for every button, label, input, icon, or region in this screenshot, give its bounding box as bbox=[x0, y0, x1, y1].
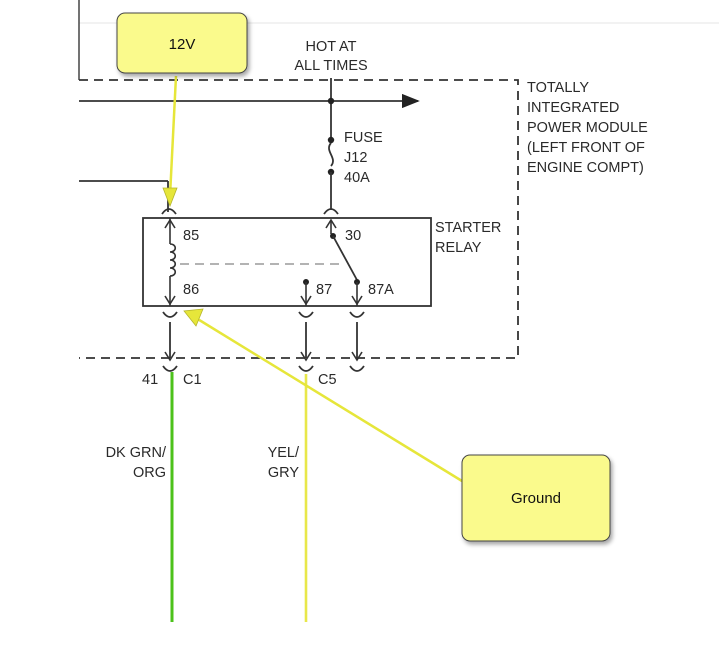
c5-label: C5 bbox=[318, 372, 337, 388]
pin86-arrow bbox=[164, 295, 176, 306]
power-module-boundary bbox=[79, 79, 519, 359]
fuse-terminal-top bbox=[327, 136, 335, 144]
pin-86-label: 86 bbox=[183, 282, 199, 298]
connector-85-top bbox=[161, 208, 177, 215]
pin-85-label: 85 bbox=[183, 228, 199, 244]
module-label-line2: INTEGRATED bbox=[527, 100, 619, 116]
left-wire-color-line1: DK GRN/ bbox=[106, 445, 167, 461]
connector-87a-bottom bbox=[349, 311, 365, 318]
connector-87-bottom bbox=[298, 311, 314, 318]
12v-arrow-shaft bbox=[168, 75, 178, 197]
fuse-label: FUSE bbox=[344, 130, 383, 146]
ground-arrow-shaft bbox=[195, 316, 463, 483]
fuse-id: J12 bbox=[344, 150, 367, 166]
relay-label-line2: RELAY bbox=[435, 240, 482, 256]
relay-coil bbox=[169, 243, 177, 277]
starter-relay-box bbox=[142, 217, 432, 307]
module-label-line1: TOTALLY bbox=[527, 80, 589, 96]
12v-callout-label: 12V bbox=[169, 36, 196, 53]
right-wire-color-line2: GRY bbox=[268, 465, 299, 481]
c5-connector bbox=[298, 365, 314, 372]
fuse-symbol bbox=[328, 142, 334, 167]
module-label-line5: ENGINE COMPT) bbox=[527, 160, 644, 176]
12v-callout-box bbox=[116, 12, 248, 74]
c1-cavity-label: 41 bbox=[142, 372, 158, 388]
pin87a-arrow bbox=[351, 295, 363, 306]
hot-label-line2: ALL TIMES bbox=[294, 58, 367, 74]
c1-label: C1 bbox=[183, 372, 202, 388]
pin-87-label: 87 bbox=[316, 282, 332, 298]
ground-callout-box bbox=[461, 454, 611, 542]
connector-30-top bbox=[323, 208, 339, 215]
fuse-rating: 40A bbox=[344, 170, 370, 186]
bus-junction bbox=[327, 97, 335, 105]
right-wire-color-line1: YEL/ bbox=[268, 445, 300, 461]
c1-connector bbox=[162, 365, 178, 372]
hot-label-line1: HOT AT bbox=[305, 39, 356, 55]
c5-arrow bbox=[300, 351, 312, 362]
ground-arrow-head bbox=[183, 308, 204, 327]
switch-arm bbox=[332, 235, 358, 281]
pin-87a-label: 87A bbox=[368, 282, 394, 298]
pin-30-label: 30 bbox=[345, 228, 361, 244]
module-label-line3: POWER MODULE bbox=[527, 120, 648, 136]
pin87-arrow bbox=[300, 295, 312, 306]
c1-arrow bbox=[164, 351, 176, 362]
left-wire-color-line2: ORG bbox=[133, 465, 166, 481]
unused-arrow bbox=[351, 351, 363, 362]
module-label-line4: (LEFT FRONT OF bbox=[527, 140, 645, 156]
ground-callout-label: Ground bbox=[511, 490, 561, 507]
12v-arrow-head bbox=[162, 187, 178, 208]
connector-86-bottom bbox=[162, 311, 178, 318]
unused-connector bbox=[349, 365, 365, 372]
relay-label-line1: STARTER bbox=[435, 220, 501, 236]
pin85-arrow bbox=[164, 218, 176, 229]
